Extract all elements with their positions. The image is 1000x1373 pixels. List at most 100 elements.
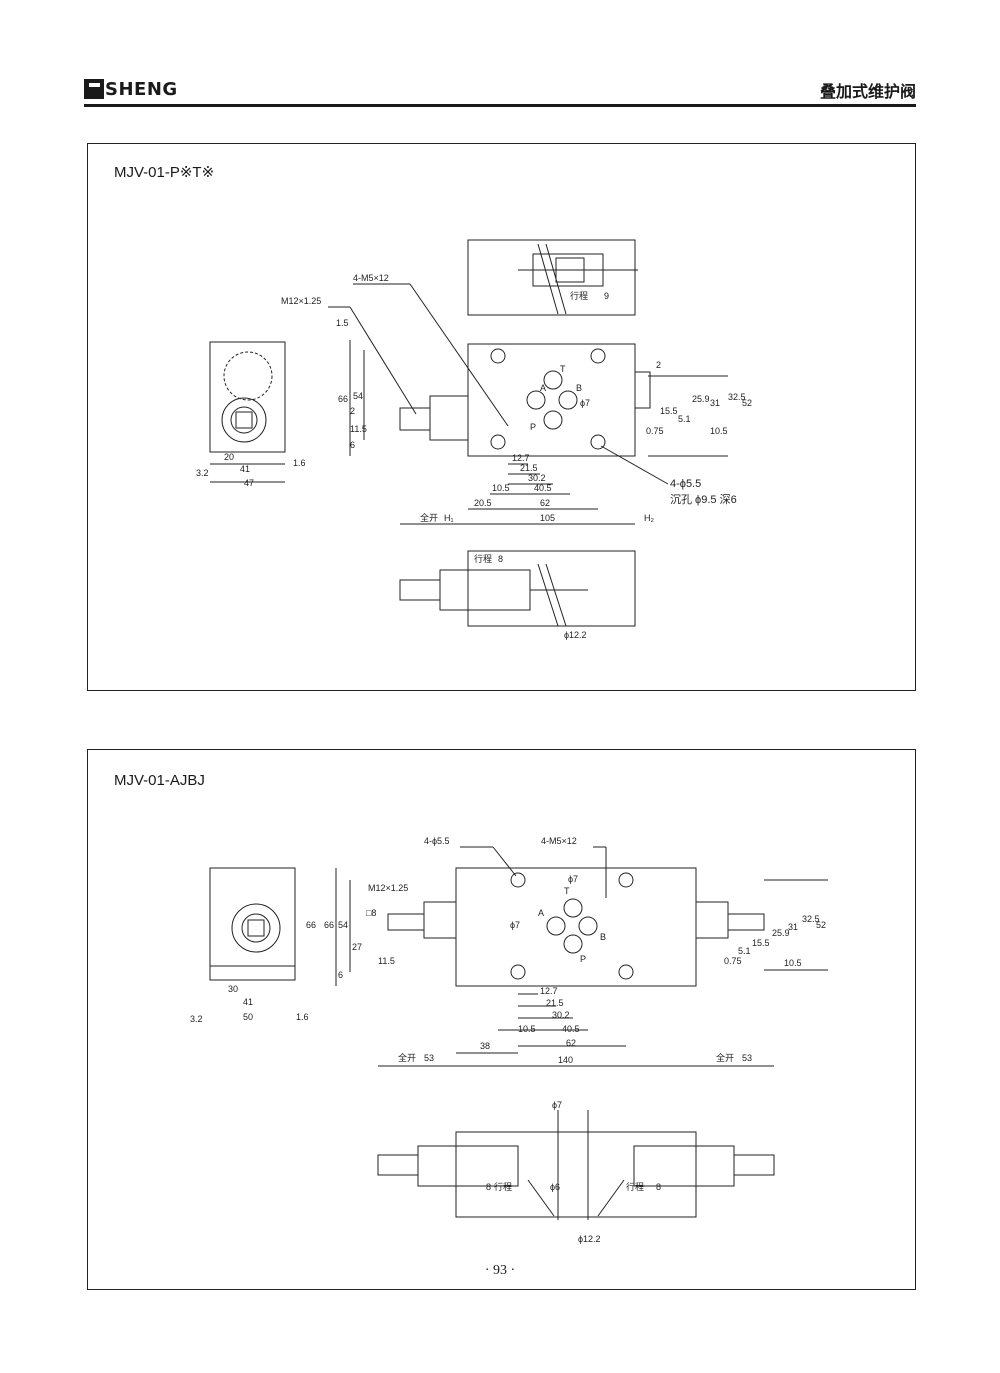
dim-label: 31 (788, 922, 798, 932)
phi6-label: ϕ6 (550, 1182, 560, 1192)
dim-label: 32.5 (728, 392, 746, 402)
technical-drawing-ajbj: 66 30 41 50 3.2 1.6 A B P T ϕ7 ϕ7 4-ϕ5.5 (190, 836, 828, 1244)
page-number: · 93 · (484, 1263, 516, 1278)
bottom-dimensions: 12.7 21.5 30.2 10.5 40.5 62 38 140 53 53… (378, 986, 774, 1067)
drawing-panel-ajbj: MJV-01-AJBJ 66 30 41 50 3.2 1.6 (87, 749, 916, 1290)
side-dim: 47 (244, 478, 254, 488)
port-b: B (600, 932, 606, 942)
dim-label: 140 (558, 1055, 573, 1065)
dim-label: 2 (350, 406, 355, 416)
stroke-label: 行程 (626, 1181, 644, 1192)
drawing-panel-p-t: MJV-01-P※T※ 行程 9 20 41 47 3.2 1.6 (87, 143, 916, 691)
section-title: 叠加式维护阀 (819, 82, 916, 101)
side-dim: 1.6 (296, 1012, 309, 1022)
dim-label: 12.7 (512, 453, 530, 463)
dim-label: 62 (566, 1038, 576, 1048)
dim-label: 15.5 (660, 406, 678, 416)
counterbore-label: 沉孔 ϕ9.5 深6 (670, 493, 737, 506)
side-dim: 30 (228, 984, 238, 994)
dim-label: 66 (324, 920, 334, 930)
dim-label: 66 (338, 394, 348, 404)
stroke-value: 8 (486, 1182, 491, 1192)
dim-label: 38 (480, 1041, 490, 1051)
bottom-section-view: 行程 8 ϕ12.2 (399, 550, 636, 640)
side-dim: 1.6 (293, 458, 306, 468)
dim-label: 10.5 (518, 1024, 536, 1034)
dim-label: 40.5 (562, 1024, 580, 1034)
dim-label: 30.2 (528, 473, 546, 483)
side-dim: 3.2 (196, 468, 209, 478)
phi7-label: ϕ7 (552, 1100, 562, 1110)
h1-label: H₁ (444, 513, 454, 523)
dim-label: 54 (353, 391, 363, 401)
dim-label: 105 (540, 513, 555, 523)
main-view: A B P T ϕ7 ϕ7 4-ϕ5.5 4-M5×12 M12×1.25 □8… (324, 836, 828, 1067)
dim-label: 25.9 (772, 928, 790, 938)
dim-label: 10.5 (784, 958, 802, 968)
stroke-label: 行程 (570, 290, 588, 301)
dim-label: 5.1 (678, 414, 691, 424)
dim-label: 53 (424, 1053, 434, 1063)
main-view: A B P T ϕ7 4-M5×12 M12×1.25 4-ϕ5.5 沉孔 ϕ9… (281, 273, 752, 525)
dim-label: 0.75 (646, 426, 664, 436)
dim-label: 10.5 (710, 426, 728, 436)
thread-label: M12×1.25 (281, 296, 321, 306)
screws-label: 4-M5×12 (541, 836, 577, 846)
phi7-label: ϕ7 (510, 920, 520, 930)
logo-mark-icon (84, 79, 104, 99)
dim-label: 2 (656, 360, 661, 370)
right-dimensions: 2 15.5 5.1 0.75 10.5 25.9 31 32.5 52 (646, 360, 752, 457)
port-p: P (580, 954, 586, 964)
bottom-section-view: ϕ7 ϕ6 行程 8 行程 8 ϕ12.2 (377, 1100, 775, 1244)
dim-label: 25.9 (692, 394, 710, 404)
phi7-label: ϕ7 (568, 874, 578, 884)
stroke-value: 9 (604, 291, 609, 301)
holes-label: 4-ϕ5.5 (670, 478, 701, 490)
stroke-label: 行程 (474, 553, 492, 564)
panel-model-title: MJV-01-P※T※ (114, 164, 215, 181)
dim-label: 20.5 (474, 498, 492, 508)
stroke-value: 8 (656, 1182, 661, 1192)
pipe-label: ϕ12.2 (578, 1234, 601, 1244)
top-detail-view: 行程 9 (467, 239, 638, 316)
dim-label: 15.5 (752, 938, 770, 948)
logo-text: SHENG (105, 78, 178, 100)
technical-drawing-p-t: 行程 9 20 41 47 3.2 1.6 A (196, 239, 752, 640)
dim-label: 52 (816, 920, 826, 930)
dim-label: 32.5 (802, 914, 820, 924)
dim-label: 10.5 (492, 483, 510, 493)
dim-label: 12.7 (540, 986, 558, 996)
port-t: T (560, 364, 566, 374)
dim-label: 21.5 (546, 998, 564, 1008)
thread-label: M12×1.25 (368, 883, 408, 893)
dim-label: 6 (338, 970, 343, 980)
side-dim: 50 (243, 1012, 253, 1022)
square-label: □8 (366, 908, 376, 918)
panel-model-title: MJV-01-AJBJ (114, 772, 205, 789)
header-rule (84, 104, 916, 107)
full-open-label: 全开 (398, 1052, 416, 1063)
dim-label: 27 (352, 942, 362, 952)
dim-label: 54 (338, 920, 348, 930)
dim-label: 6 (350, 440, 355, 450)
full-open-label: 全开 (716, 1052, 734, 1063)
side-dim: 20 (224, 452, 234, 462)
dim-label: 5.1 (738, 946, 751, 956)
phi7-label: ϕ7 (580, 398, 590, 408)
dim-label: 62 (540, 498, 550, 508)
left-dimensions: 1.5 54 66 11.5 2 6 (336, 318, 367, 456)
dim-label: 31 (710, 398, 720, 408)
side-dim: 3.2 (190, 1014, 203, 1024)
dim-label: 52 (742, 398, 752, 408)
left-dimensions: 54 66 27 11.5 6 (324, 868, 395, 986)
side-dim: 41 (240, 464, 250, 474)
pipe-label: ϕ12.2 (564, 630, 587, 640)
fsheng-logo: SHENG (84, 78, 178, 100)
h2-label: H₂ (644, 513, 654, 523)
port-a: A (540, 383, 546, 393)
dim-label: 40.5 (534, 483, 552, 493)
dim-label: 0.75 (724, 956, 742, 966)
stroke-label: 行程 (494, 1181, 512, 1192)
bottom-dimensions: 12.7 21.5 30.2 10.5 40.5 62 20.5 105 全开 … (400, 453, 654, 525)
side-view: 20 41 47 3.2 1.6 (196, 341, 306, 488)
